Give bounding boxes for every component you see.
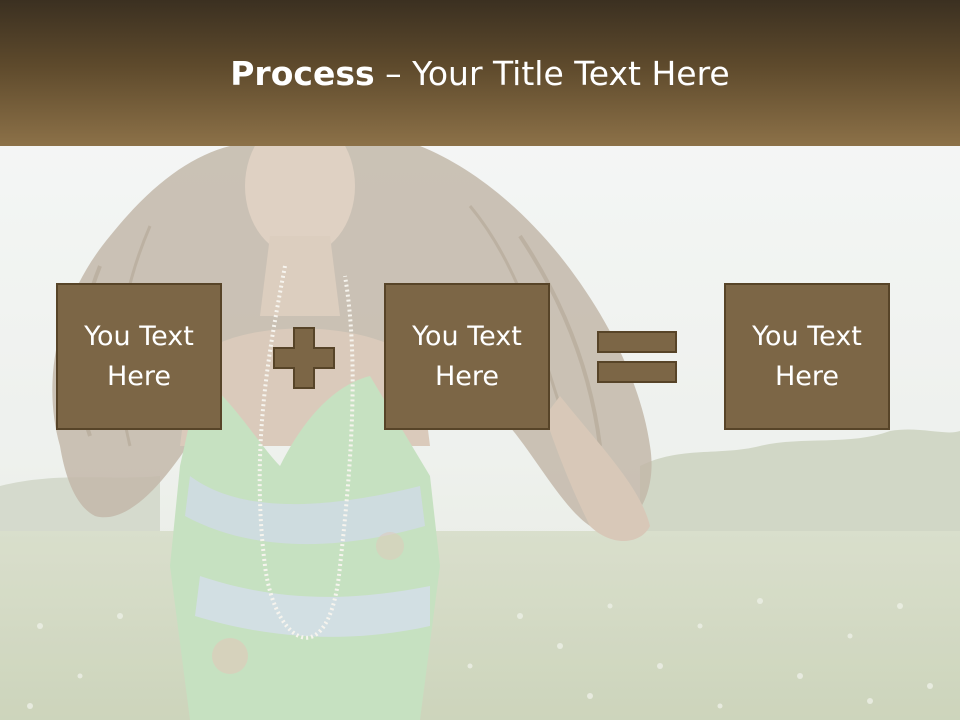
- text-box-3-line2: Here: [774, 360, 840, 392]
- text-box-2-line1: You Text: [412, 320, 522, 352]
- title-bar: Process – Your Title Text Here: [0, 0, 960, 146]
- text-box-2-line2: Here: [434, 360, 500, 392]
- slide-title: Process – Your Title Text Here: [0, 52, 960, 96]
- text-box-1-line2: Here: [106, 360, 172, 392]
- title-bold: Process: [230, 54, 375, 93]
- plus-icon: [273, 327, 335, 389]
- equals-icon: [597, 331, 677, 385]
- text-box-1-line1: You Text: [84, 320, 194, 352]
- background-photo: [0, 146, 960, 720]
- title-rest: – Your Title Text Here: [374, 54, 730, 93]
- text-box-3-line1: You Text: [752, 320, 862, 352]
